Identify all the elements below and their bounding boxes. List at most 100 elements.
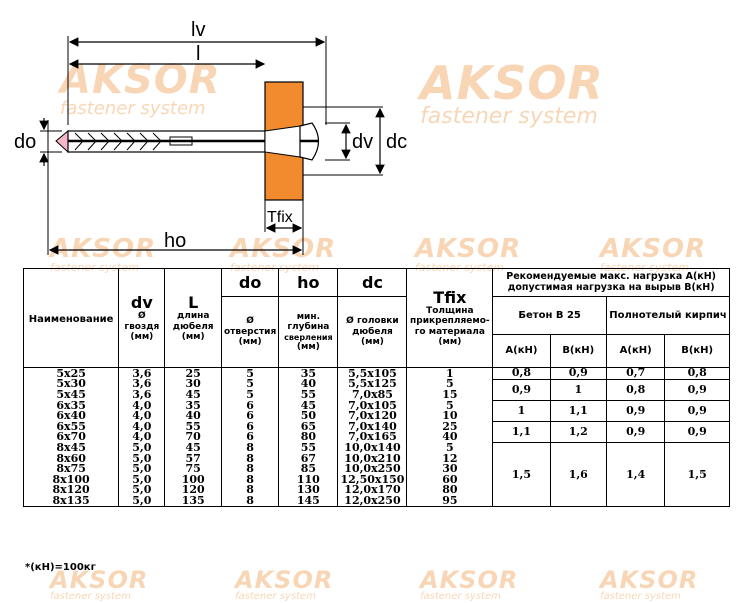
load-cell: 1 [492, 399, 551, 422]
col-l: L длина дюбеля (мм) [164, 268, 222, 368]
table-cell: 12,0x250 [337, 495, 408, 508]
table-cell: 5,0 [118, 442, 166, 454]
table-cell: 55 [278, 442, 339, 454]
label-dc: dc [386, 131, 407, 153]
table-cell: 35 [278, 367, 339, 380]
table-cell: 8 [220, 453, 280, 464]
load-cell: 0,9 [664, 420, 730, 444]
table-cell: 6 [220, 432, 280, 443]
load-cell: 0,8 [492, 367, 551, 380]
table-cell: 50 [278, 410, 339, 422]
col-ho: ho [278, 268, 339, 297]
load-cell: 0,9 [664, 399, 730, 422]
table-cell: 12,50x150 [337, 474, 408, 486]
table-cell: 135 [164, 495, 222, 508]
table-cell: 7,0x85 [337, 389, 408, 401]
load-cell: 1 [549, 378, 607, 401]
table-cell: 12,0x170 [337, 485, 408, 496]
table-cell: 6 [220, 421, 280, 433]
watermark-bottom-2: AKSOR fastener system [235, 566, 334, 602]
table-cell: 67 [278, 453, 339, 464]
table-cell: 7,0x105 [337, 400, 408, 411]
load-cell: 1,4 [605, 442, 666, 508]
table-cell: 10,0x140 [337, 442, 408, 454]
label-lv: lv [191, 19, 205, 41]
col-loads: Рекомендуемые макс. нагрузка А(кН) допус… [492, 268, 730, 297]
table-cell: 40 [278, 379, 339, 390]
dowel-drawing: lv l do dv dc Tfix ho [14, 19, 407, 255]
table-cell: 8 [220, 442, 280, 454]
table-cell: 4,0 [118, 432, 166, 443]
col-dc-sub: Ø головки дюбеля (мм) [337, 296, 408, 368]
load-cell: 0,9 [605, 420, 666, 444]
table-cell: 65 [278, 421, 339, 433]
spec-table: Наименование dv Ø гвоздя (мм) L длина дю… [22, 268, 731, 508]
col-ho-sub: мин. глубина сверления (мм) [278, 296, 339, 368]
table-cell: 110 [278, 474, 339, 486]
load-cell: 0,8 [664, 367, 730, 380]
table-cell: 4,0 [118, 410, 166, 422]
col-brick-b: В(кН) [664, 334, 730, 368]
load-cell: 1,2 [549, 420, 607, 444]
table-cell: 5,5x125 [337, 379, 408, 390]
table-cell: 6 [220, 410, 280, 422]
table-cell: 30 [406, 463, 494, 475]
table-cell: 4,0 [118, 400, 166, 411]
load-cell: 0,9 [664, 378, 730, 401]
load-cell: 0,9 [492, 378, 551, 401]
table-cell: 40 [406, 432, 494, 443]
table-cell: 8 [220, 474, 280, 486]
table-cell: 3,6 [118, 379, 166, 390]
dowel-shape [55, 81, 320, 201]
table-cell: 7,0x120 [337, 410, 408, 422]
table-cell: 7,0x140 [337, 421, 408, 433]
table-cell: 8x135 [22, 495, 120, 508]
table-cell: 145 [278, 495, 339, 508]
table-cell: 15 [406, 389, 494, 401]
label-tfix: Tfix [267, 209, 293, 226]
table-cell: 6 [220, 400, 280, 411]
col-do: do [220, 268, 280, 297]
col-concrete-a: А(кН) [492, 334, 551, 368]
table-cell: 45 [278, 400, 339, 411]
table-cell: 55 [278, 389, 339, 401]
label-dv: dv [352, 131, 373, 153]
table-cell: 5 [220, 389, 280, 401]
table-cell: 5,0 [118, 474, 166, 486]
load-cell: 1,5 [664, 442, 730, 508]
col-dc: dc [337, 268, 408, 297]
col-dv: dv Ø гвоздя (мм) [118, 268, 166, 368]
load-cell: 1,1 [492, 420, 551, 444]
label-ho: ho [164, 230, 186, 252]
footnote: *(кН)=100кг [25, 562, 96, 573]
table-cell: 10,0x210 [337, 453, 408, 464]
table-cell: 8 [220, 463, 280, 475]
table-cell: 8 [220, 485, 280, 496]
table-cell: 12 [406, 453, 494, 464]
table-cell: 95 [406, 495, 494, 508]
watermark-bottom-3: AKSOR fastener system [420, 566, 519, 602]
col-brick: Полнотелый кирпич [605, 296, 731, 335]
col-do-sub: Ø отверстия (мм) [220, 296, 280, 368]
col-concrete: Бетон В 25 [492, 296, 607, 335]
table-cell: 8 [220, 495, 280, 508]
col-name: Наименование [22, 268, 120, 368]
table-cell: 5,0 [118, 495, 166, 508]
table-cell: 80 [278, 432, 339, 443]
watermark-bottom-4: AKSOR fastener system [600, 566, 699, 602]
table-cell: 3,6 [118, 367, 166, 380]
load-cell: 1,6 [549, 442, 607, 508]
table-cell: 5,0 [118, 485, 166, 496]
label-l: l [196, 43, 200, 65]
